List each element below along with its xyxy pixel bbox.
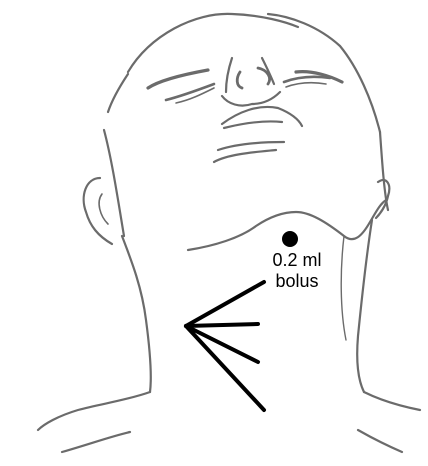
- nose-bridge-left: [226, 58, 232, 92]
- nose-bottom: [222, 92, 280, 106]
- lower-lip: [218, 142, 284, 150]
- left-nostril: [237, 72, 242, 88]
- left-eyebrow: [148, 70, 208, 88]
- neck-left-contour: [122, 236, 151, 392]
- neck-right-inner: [341, 236, 346, 340]
- upper-lip: [222, 107, 302, 126]
- face-line-art: [38, 14, 420, 452]
- head-outline: [128, 14, 298, 72]
- ear-outline: [84, 178, 112, 244]
- head-outline-right: [268, 14, 380, 132]
- left-clavicle: [62, 432, 130, 452]
- ear-inner: [99, 194, 108, 224]
- chin: [214, 150, 276, 162]
- right-clavicle: [358, 430, 402, 452]
- spread-fan-lines: [186, 282, 264, 410]
- cheek-left: [108, 74, 128, 112]
- right-eye: [284, 77, 330, 82]
- right-eye-lash: [286, 83, 326, 87]
- mouth-line: [224, 121, 282, 128]
- left-shoulder: [38, 392, 150, 430]
- face-left-contour: [104, 130, 124, 236]
- spread-line-2: [186, 324, 258, 326]
- spread-line-4: [186, 326, 264, 410]
- bolus-label: bolus: [268, 271, 326, 291]
- spread-line-1: [186, 282, 264, 326]
- right-shoulder: [364, 392, 420, 410]
- neck-right-contour: [357, 220, 372, 392]
- dose-label: 0.2 ml: [268, 250, 326, 270]
- right-jaw-hook: [376, 180, 389, 218]
- spread-line-3: [186, 326, 258, 362]
- injection-point-marker: [282, 231, 298, 247]
